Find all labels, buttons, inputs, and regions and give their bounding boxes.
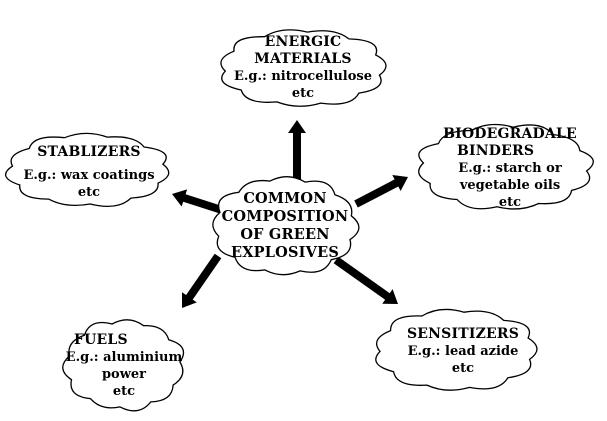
stablizers-title: STABLIZERS <box>37 144 141 160</box>
binders-title-2: BINDERS <box>457 143 535 159</box>
arrow-to-stablizers <box>172 189 230 216</box>
energic-example-1: E.g.: nitrocellulose <box>233 69 372 84</box>
node-fuels: FUELS E.g.: aluminium power etc <box>64 332 184 400</box>
cloud-sensitizers <box>375 308 538 391</box>
center-line-3: OF GREEN <box>240 226 330 243</box>
binders-example-3: etc <box>498 195 522 210</box>
fuels-example-3: etc <box>112 384 136 399</box>
stablizers-example-2: etc <box>77 185 101 200</box>
center-line-2: COMPOSITION <box>221 208 349 225</box>
center-label: COMMON COMPOSITION OF GREEN EXPLOSIVES <box>210 190 360 262</box>
sensitizers-title: SENSITIZERS <box>406 326 520 342</box>
center-line-4: EXPLOSIVES <box>230 244 340 261</box>
node-sensitizers: SENSITIZERS E.g.: lead azide etc <box>388 326 538 377</box>
sensitizers-example-1: E.g.: lead azide <box>407 344 519 359</box>
clouds <box>5 29 594 412</box>
node-energic-materials: ENERGIC MATERIALS E.g.: nitrocellulose e… <box>228 34 378 102</box>
cloud-fuels <box>62 319 185 412</box>
arrow-to-biodegradale-binders <box>354 175 408 208</box>
center-line-1: COMMON <box>243 190 327 207</box>
sensitizers-example-2: etc <box>451 361 475 376</box>
energic-title-2: MATERIALS <box>254 51 352 67</box>
fuels-example-2: power <box>101 367 147 382</box>
stablizers-example-1: E.g.: wax coatings <box>23 168 155 183</box>
node-stablizers: STABLIZERS E.g.: wax coatings etc <box>14 144 164 201</box>
binders-example-1: E.g.: starch or <box>458 161 562 176</box>
cloud-center <box>212 176 360 276</box>
node-biodegradale-binders: BIODEGRADALE BINDERS E.g.: starch or veg… <box>427 126 593 211</box>
arrow-to-sensitizers <box>333 256 398 304</box>
cloud-energic-materials <box>220 29 387 107</box>
cloud-biodegradale-binders <box>418 123 594 210</box>
arrow-to-fuels <box>182 253 222 308</box>
fuels-title: FUELS <box>74 332 128 348</box>
fuels-example-1: E.g.: aluminium <box>65 350 183 365</box>
binders-title-1: BIODEGRADALE <box>443 126 577 142</box>
arrows <box>172 120 408 308</box>
energic-example-2: etc <box>291 86 315 101</box>
energic-title-1: ENERGIC <box>264 34 342 50</box>
arrow-to-energic-materials <box>288 120 306 182</box>
cloud-stablizers <box>5 132 170 208</box>
binders-example-2: vegetable oils <box>459 178 561 193</box>
